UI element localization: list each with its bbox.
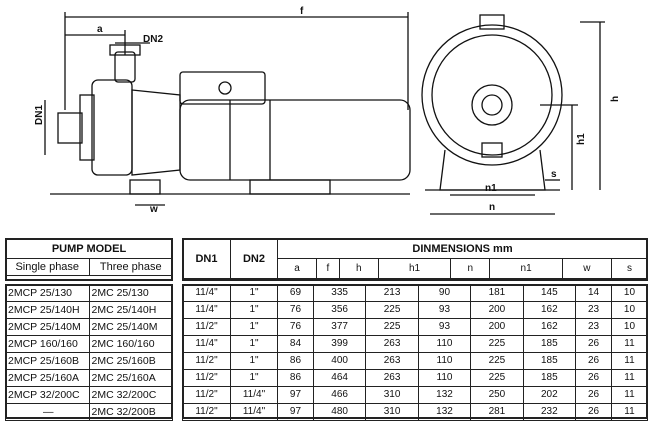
dim-col-header-a: a xyxy=(276,258,318,279)
frame xyxy=(5,238,173,281)
label-dn2: DN2 xyxy=(143,34,163,45)
dim-cell-h: 310 xyxy=(365,403,419,421)
table-row: —2MC 32/200B xyxy=(5,403,173,421)
single-phase-header: Single phase xyxy=(5,258,90,276)
dim-col-header-w: w xyxy=(561,258,612,279)
front-view xyxy=(421,14,605,215)
dim-col-header-h1: h1 xyxy=(377,258,452,279)
label-a: a xyxy=(97,24,103,35)
frame xyxy=(182,284,648,419)
label-h1: h1 xyxy=(576,133,587,145)
label-s: s xyxy=(551,169,557,180)
label-w: w xyxy=(149,204,158,215)
pump-model-header-table: PUMP MODEL Single phase Three phase xyxy=(5,238,173,276)
label-h: h xyxy=(610,96,621,102)
dim-cell-n1: 162 xyxy=(522,301,577,319)
dim-col-header-h: h xyxy=(338,258,379,279)
dim-cell-h1: 132 xyxy=(417,403,472,421)
three-phase-model: 2MC 25/140H xyxy=(88,301,173,319)
single-phase-model: 2MCP 32/200C xyxy=(5,386,90,404)
three-phase-model: 2MC 32/200B xyxy=(88,403,173,421)
three-phase-header: Three phase xyxy=(88,258,173,276)
pump-dimension-drawing: f a DN2 DN1 w h h1 n1 s n xyxy=(34,6,621,215)
dim-col-header-f: f xyxy=(316,258,340,279)
dim-col-header-n1: n1 xyxy=(489,258,563,279)
dn2-cell: 11/4" xyxy=(230,403,278,421)
frame xyxy=(182,238,648,281)
label-dn1: DN1 xyxy=(34,105,45,125)
side-view xyxy=(44,12,411,206)
single-phase-model: 2MCP 25/140H xyxy=(5,301,90,319)
dim-cell-n1: 232 xyxy=(522,403,577,421)
label-f: f xyxy=(300,6,304,17)
label-n: n xyxy=(489,202,495,213)
frame xyxy=(5,284,173,419)
label-n1: n1 xyxy=(485,183,497,194)
three-phase-model: 2MC 32/200C xyxy=(88,386,173,404)
